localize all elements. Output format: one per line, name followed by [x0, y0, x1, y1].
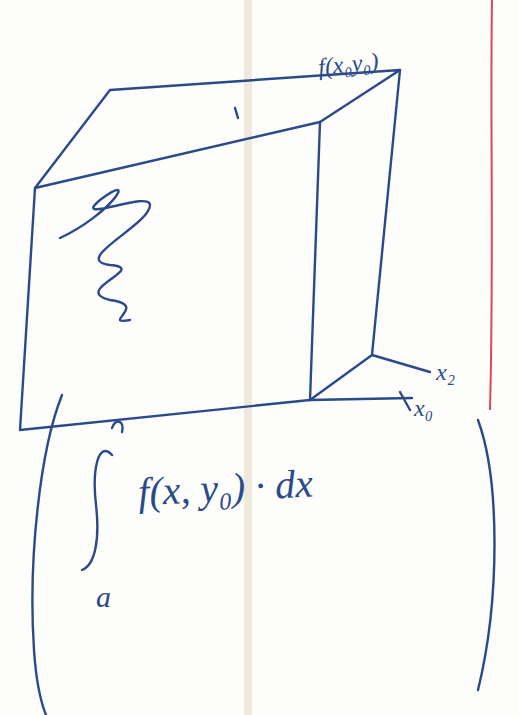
right-bracket [478, 420, 495, 690]
integral-sign [82, 451, 112, 570]
margin-line [490, 0, 492, 410]
left-bracket [32, 395, 62, 715]
x0-axis-line [310, 392, 412, 410]
box-front-face [20, 122, 320, 430]
box-top-face [35, 70, 400, 188]
x2-axis-line [372, 355, 430, 372]
box-side-edges [310, 70, 400, 400]
axis-label: x₀ [414, 396, 433, 420]
axis-label: x₂ [436, 360, 455, 384]
tick-mark [235, 108, 238, 118]
mark-a-point [112, 422, 123, 432]
shading-zigzag [60, 190, 150, 321]
paper-fold [244, 0, 252, 715]
value-label: f(x₀y₀) [317, 49, 380, 79]
integrand-label: f(x, y₀) · dx [137, 463, 314, 512]
limit-label: a [96, 582, 111, 612]
